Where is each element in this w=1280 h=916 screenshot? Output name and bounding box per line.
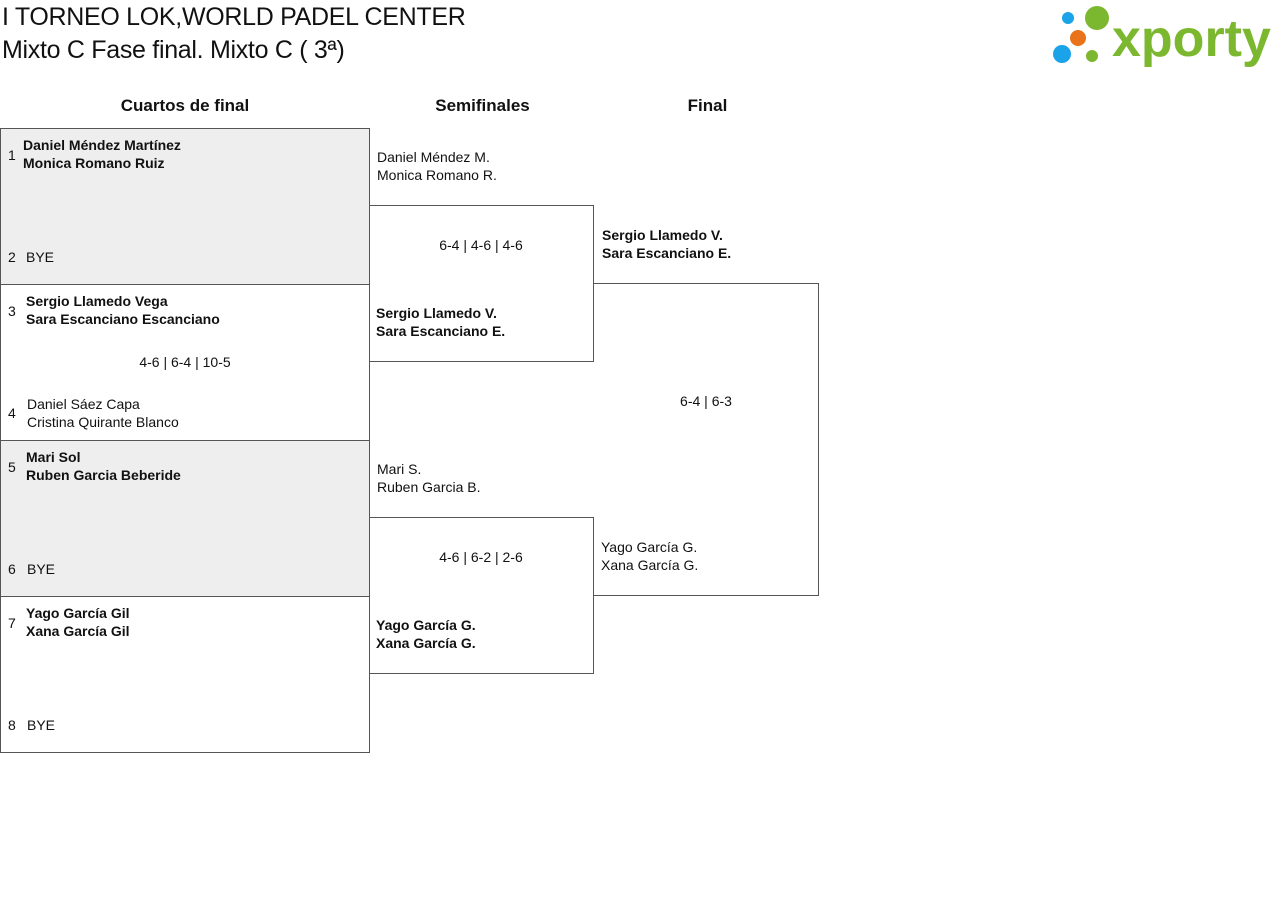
match-score: 4-6 | 6-2 | 2-6 — [439, 549, 523, 565]
player-name: Mari S. — [377, 461, 422, 477]
player-name: Monica Romano R. — [377, 167, 497, 183]
team-bottom: BYE — [27, 716, 55, 734]
quarterfinal-match-2: 3 Sergio Llamedo Vega Sara Escanciano Es… — [0, 284, 370, 441]
semifinal-1-team-bottom: Sergio Llamedo V. Sara Escanciano E. — [376, 304, 505, 340]
player-name: Sergio Llamedo V. — [602, 227, 723, 243]
player-name: Daniel Sáez Capa — [27, 396, 140, 412]
player-name: Daniel Méndez M. — [377, 149, 490, 165]
match-score: 6-4 | 6-3 — [680, 393, 732, 409]
player-name: Sara Escanciano E. — [602, 245, 732, 261]
final-team-bottom: Yago García G. Xana García G. — [601, 538, 698, 574]
player-name: Ruben Garcia B. — [377, 479, 481, 495]
seed-number: 5 — [8, 459, 16, 475]
player-name: Xana García Gil — [26, 623, 130, 639]
player-name: Mari Sol — [26, 449, 81, 465]
player-name: Ruben Garcia Beberide — [26, 467, 181, 483]
seed-number: 7 — [8, 615, 16, 631]
final-match: 6-4 | 6-3 Yago García G. Xana García G. — [594, 283, 819, 596]
seed-number: 3 — [8, 303, 16, 319]
tournament-title: I TORNEO LOK,WORLD PADEL CENTER — [2, 3, 466, 31]
final-team-top: Sergio Llamedo V. Sara Escanciano E. — [602, 226, 731, 262]
quarterfinal-match-4: 7 Yago García Gil Xana García Gil 8 BYE — [0, 596, 370, 753]
bye-label: BYE — [26, 249, 55, 265]
team-top: Mari Sol Ruben Garcia Beberide — [26, 448, 181, 484]
team-bottom: Daniel Sáez Capa Cristina Quirante Blanc… — [27, 395, 179, 431]
player-name: Sergio Llamedo Vega — [26, 293, 168, 309]
seed-number: 6 — [8, 561, 16, 577]
round-header-quarterfinals: Cuartos de final — [120, 96, 250, 115]
semifinal-match-2: 4-6 | 6-2 | 2-6 Yago García G. Xana Garc… — [369, 517, 594, 674]
match-score: 4-6 | 6-4 | 10-5 — [139, 354, 231, 370]
team-top: Yago García Gil Xana García Gil — [26, 604, 130, 640]
player-name: Yago García G. — [376, 617, 476, 633]
team-bottom: BYE — [27, 560, 55, 578]
player-name: Monica Romano Ruiz — [23, 155, 165, 171]
seed-number: 8 — [8, 717, 16, 733]
logo-dot-green-small — [1086, 50, 1098, 62]
semifinal-1-team-top: Daniel Méndez M. Monica Romano R. — [377, 148, 497, 184]
logo-dot-blue — [1053, 45, 1071, 63]
semifinal-2-team-top: Mari S. Ruben Garcia B. — [377, 460, 481, 496]
seed-number: 1 — [8, 147, 16, 163]
bye-label: BYE — [27, 717, 56, 733]
player-name: Daniel Méndez Martínez — [23, 137, 181, 153]
logo-dot-orange — [1070, 30, 1086, 46]
player-name: Yago García G. — [601, 539, 698, 555]
logo-wordmark: xporty — [1112, 10, 1271, 68]
logo-dot-green — [1085, 6, 1109, 30]
player-name: Xana García G. — [376, 635, 476, 651]
quarterfinal-match-3: 5 Mari Sol Ruben Garcia Beberide 6 BYE — [0, 440, 370, 597]
round-header-semifinals: Semifinales — [435, 96, 530, 115]
player-name: Sara Escanciano Escanciano — [26, 311, 220, 327]
team-top: Daniel Méndez Martínez Monica Romano Rui… — [23, 136, 181, 172]
team-bottom: BYE — [26, 248, 54, 266]
seed-number: 2 — [8, 249, 16, 265]
player-name: Cristina Quirante Blanco — [27, 414, 179, 430]
player-name: Xana García G. — [601, 557, 699, 573]
quarterfinal-match-1: 1 Daniel Méndez Martínez Monica Romano R… — [0, 128, 370, 285]
seed-number: 4 — [8, 405, 16, 421]
logo-dot-blue-small — [1062, 12, 1074, 24]
player-name: Sara Escanciano E. — [376, 323, 506, 339]
category-subtitle: Mixto C Fase final. Mixto C ( 3ª) — [2, 36, 345, 64]
player-name: Yago García Gil — [26, 605, 130, 621]
semifinal-2-team-bottom: Yago García G. Xana García G. — [376, 616, 476, 652]
team-top: Sergio Llamedo Vega Sara Escanciano Esca… — [26, 292, 220, 328]
semifinal-match-1: 6-4 | 4-6 | 4-6 Sergio Llamedo V. Sara E… — [369, 205, 594, 362]
match-score: 6-4 | 4-6 | 4-6 — [439, 237, 523, 253]
player-name: Sergio Llamedo V. — [376, 305, 497, 321]
round-header-final: Final — [687, 96, 728, 115]
xporty-logo: xporty — [1053, 6, 1271, 68]
bye-label: BYE — [27, 561, 56, 577]
